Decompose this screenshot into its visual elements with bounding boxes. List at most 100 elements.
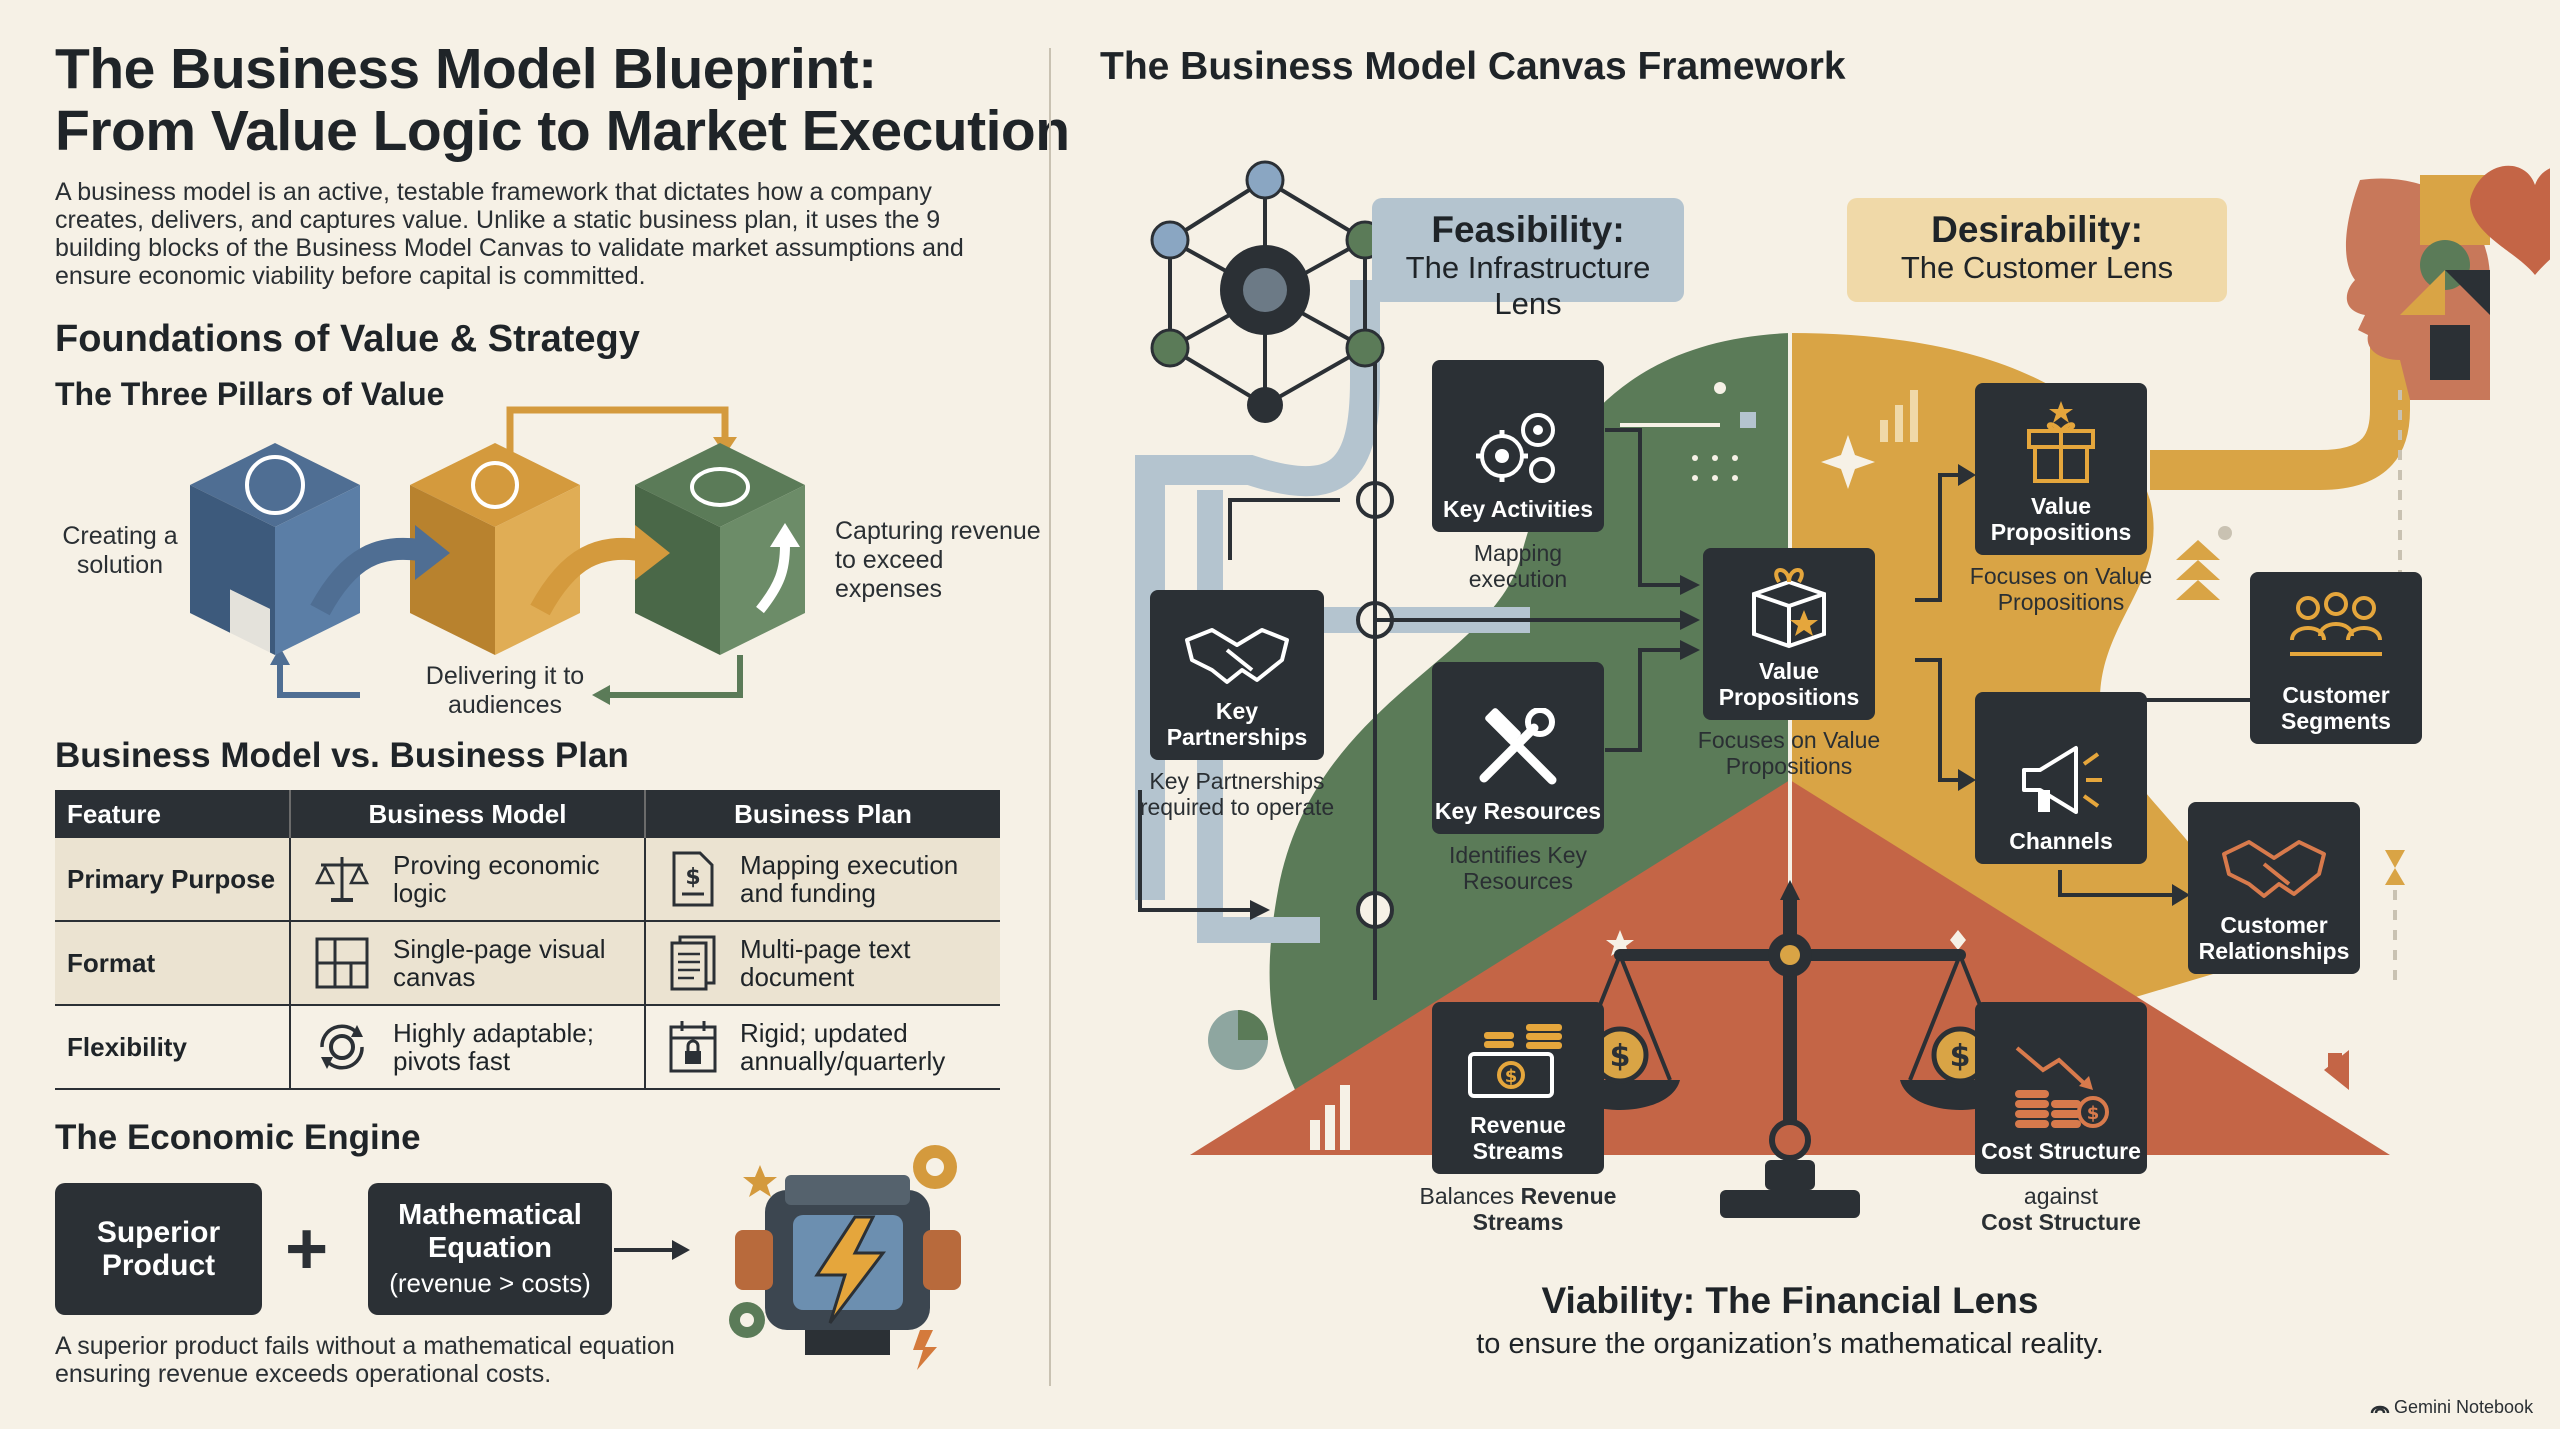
value-propositions-center-label: Value Propositions	[1718, 658, 1860, 710]
multipage-document-icon	[670, 935, 716, 991]
title-line-1: The Business Model Blueprint:	[55, 37, 877, 101]
revenue-streams-block: $ Revenue Streams	[1432, 1002, 1604, 1174]
page-title: The Business Model Blueprint: From Value…	[55, 38, 1070, 162]
value-propositions-center-caption: Focuses on Value Propositions	[1697, 727, 1881, 779]
cost-structure-label: Cost Structure	[1981, 1138, 2141, 1164]
grid-canvas-icon	[315, 937, 369, 989]
gift-box-icon	[1752, 568, 1826, 649]
customer-segments-label: Customer Segments	[2281, 682, 2391, 734]
row-feature: Primary Purpose	[55, 838, 291, 922]
foundations-heading: Foundations of Value & Strategy	[55, 318, 640, 360]
handshake-icon-2	[2222, 840, 2326, 898]
equation-title: Mathematical Equation	[398, 1199, 582, 1264]
svg-text:$: $	[685, 865, 700, 890]
present-icon	[2027, 401, 2095, 483]
comparison-heading: Business Model vs. Business Plan	[55, 736, 629, 775]
key-partnerships-label: Key Partnerships	[1166, 698, 1308, 750]
people-group-icon	[2290, 592, 2382, 656]
revenue-streams-label: Revenue Streams	[1470, 1112, 1566, 1164]
row-feature: Format	[55, 921, 291, 1006]
feasibility-subtitle: The Infrastructure Lens	[1405, 250, 1651, 321]
viability-title: Viability: The Financial Lens	[1541, 1280, 2039, 1321]
feasibility-title: Feasibility:	[1431, 209, 1625, 250]
svg-text:$: $	[1950, 1039, 1971, 1074]
column-divider	[1049, 48, 1051, 1386]
revenue-cap-bold: Revenue Streams	[1472, 1183, 1617, 1235]
equation-subtitle: (revenue > costs)	[389, 1268, 591, 1298]
table-row: Primary Purpose Proving economic logic $…	[55, 838, 1000, 922]
desirability-title: Desirability:	[1931, 209, 2143, 250]
customer-head-icon	[2345, 165, 2550, 400]
key-partnerships-block: Key Partnerships	[1150, 590, 1324, 760]
intro-paragraph: A business model is an active, testable …	[55, 178, 964, 290]
document-dollar-icon: $	[672, 851, 714, 907]
model-cell: Highly adaptable; pivots fast	[393, 1018, 594, 1076]
engine-heading: The Economic Engine	[55, 1118, 421, 1157]
pillars-heading: The Three Pillars of Value	[55, 376, 445, 412]
cost-cap-plain: against	[2023, 1183, 2099, 1209]
desirability-subtitle: The Customer Lens	[1900, 250, 2174, 285]
plan-cell: Multi-page text document	[740, 934, 911, 992]
cash-stack-icon: $	[1468, 1024, 1562, 1098]
wrench-hammer-icon	[1479, 708, 1557, 785]
col-header-business-model: Business Model	[290, 790, 646, 838]
cycle-gear-icon	[320, 1024, 364, 1070]
key-resources-block: Key Resources	[1432, 662, 1604, 834]
canvas-heading: The Business Model Canvas Framework	[1100, 45, 1846, 88]
value-propositions-center-block: Value Propositions	[1703, 548, 1875, 720]
channels-label: Channels	[2009, 828, 2113, 854]
superior-product-box: Superior Product	[55, 1183, 262, 1315]
plan-cell: Mapping execution and funding	[740, 850, 959, 908]
cost-structure-block: $ Cost Structure	[1975, 1002, 2147, 1174]
blue-cube	[190, 443, 360, 664]
key-resources-caption: Identifies Key Resources	[1448, 842, 1588, 894]
arrow-right-icon	[614, 1240, 690, 1260]
plus-sign: +	[285, 1207, 329, 1290]
svg-text:$: $	[1610, 1039, 1631, 1074]
handshake-icon	[1185, 628, 1289, 684]
key-activities-block: Key Activities	[1432, 360, 1604, 532]
key-partnerships-caption: Key Partnerships required to operate	[1139, 768, 1335, 820]
notebook-logo-icon	[2370, 1405, 2390, 1413]
megaphone-icon	[2022, 746, 2102, 814]
svg-text:$: $	[2087, 1103, 2100, 1124]
row-feature: Flexibility	[55, 1005, 291, 1090]
value-propositions-right-label: Value Propositions	[1990, 493, 2132, 545]
viability-subtitle: to ensure the organization’s mathematica…	[1476, 1328, 2104, 1360]
key-activities-caption: Mapping execution	[1468, 540, 1568, 592]
comparison-table: Feature Business Model Business Plan Pri…	[55, 790, 1000, 1090]
engine-icon	[729, 1145, 961, 1370]
top-arrow	[506, 406, 729, 467]
gears-icon	[1476, 413, 1555, 483]
cost-structure-caption: against Cost Structure	[1955, 1183, 2167, 1235]
model-cell: Proving economic logic	[393, 850, 600, 908]
table-row: Flexibility Highly adaptable; pivots fas…	[55, 1005, 1000, 1090]
plan-cell: Rigid; updated annually/quarterly	[740, 1018, 946, 1076]
brand-badge: Gemini Notebook	[2370, 1397, 2533, 1418]
network-icon	[1150, 160, 1385, 423]
brand-text: Gemini Notebook	[2394, 1397, 2534, 1417]
value-propositions-right-caption: Focuses on Value Propositions	[1969, 563, 2153, 615]
model-cell: Single-page visual canvas	[393, 934, 606, 992]
pillar-capture-label: Capturing revenue to exceed expenses	[835, 517, 1041, 603]
svg-text:$: $	[1505, 1066, 1518, 1087]
customer-segments-block: Customer Segments	[2250, 572, 2422, 744]
table-row: Format Single-page visual canvas Multi-p…	[55, 921, 1000, 1006]
value-propositions-right-block: Value Propositions	[1975, 383, 2147, 555]
customer-relationships-block: Customer Relationships	[2188, 802, 2360, 974]
three-pillars-illustration	[190, 406, 805, 705]
key-resources-label: Key Resources	[1434, 798, 1602, 824]
ochre-cube	[410, 443, 580, 655]
locked-calendar-icon	[669, 1021, 717, 1073]
desirability-lens-box: Desirability: The Customer Lens	[1847, 198, 2227, 302]
mathematical-equation-box: Mathematical Equation (revenue > costs)	[368, 1183, 612, 1315]
table-header-row: Feature Business Model Business Plan	[55, 790, 1000, 838]
pillar-deliver-label: Delivering it to audiences	[425, 662, 585, 719]
pillar-create-label: Creating a solution	[62, 522, 178, 579]
key-activities-label: Key Activities	[1443, 496, 1593, 522]
falling-coins-icon: $	[2015, 1046, 2109, 1128]
engine-note: A superior product fails without a mathe…	[55, 1332, 675, 1388]
customer-relationships-label: Customer Relationships	[2198, 912, 2350, 964]
revenue-streams-caption: Balances Revenue Streams	[1400, 1183, 1636, 1235]
title-line-2: From Value Logic to Market Execution	[55, 99, 1070, 163]
